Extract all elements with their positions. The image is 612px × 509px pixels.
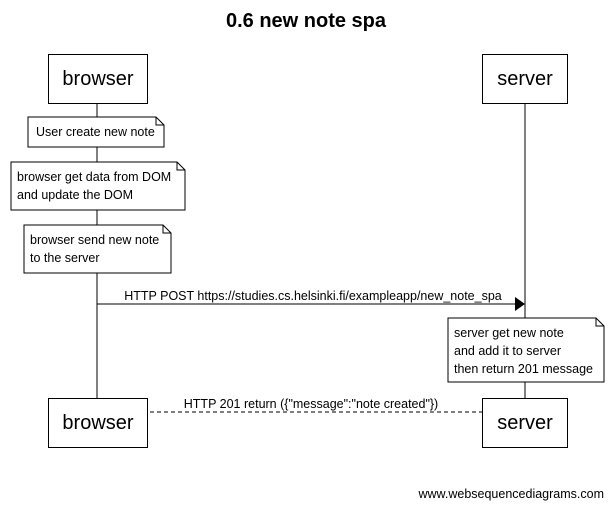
- note-1-line-1: User create new note: [36, 125, 155, 139]
- note-2-line-2: and update the DOM: [17, 188, 134, 202]
- note-4-line-3: then return 201 message: [454, 362, 593, 376]
- note-4-fold: [595, 318, 604, 327]
- note-2-line-1: browser get data from DOM: [17, 170, 172, 184]
- note-1: User create new note: [31, 123, 155, 141]
- server-actor-top: server: [482, 54, 568, 104]
- browser-actor-bottom: browser: [48, 398, 148, 448]
- note-1-fold: [155, 117, 164, 126]
- note-2-fold: [176, 162, 185, 171]
- message-1-label: HTTP POST https://studies.cs.helsinki.fi…: [124, 289, 502, 303]
- message-1-arrowhead: [515, 297, 525, 311]
- note-3-line-2: to the server: [30, 251, 100, 265]
- browser-actor-top: browser: [48, 54, 148, 104]
- note-2: browser get data from DOM and update the…: [12, 168, 171, 204]
- note-3-shape: [23, 224, 172, 274]
- note-3-line-1: browser send new note: [30, 233, 160, 247]
- watermark-text: www.websequencediagrams.com: [418, 487, 604, 501]
- note-4-shape: [447, 317, 605, 383]
- note-3-fold: [162, 225, 171, 234]
- note-2-shape: [10, 161, 186, 211]
- server-actor-bottom: server: [482, 398, 568, 448]
- note-3: browser send new note to the server: [25, 231, 159, 267]
- message-2-label: HTTP 201 return ({"message":"note create…: [183, 397, 439, 411]
- note-4: server get new note and add it to server…: [449, 324, 593, 378]
- note-4-line-2: and add it to server: [454, 344, 562, 358]
- note-4-line-1: server get new note: [454, 326, 564, 340]
- diagram-title: 0.6 new note spa: [225, 10, 387, 32]
- note-1-shape: [27, 116, 165, 148]
